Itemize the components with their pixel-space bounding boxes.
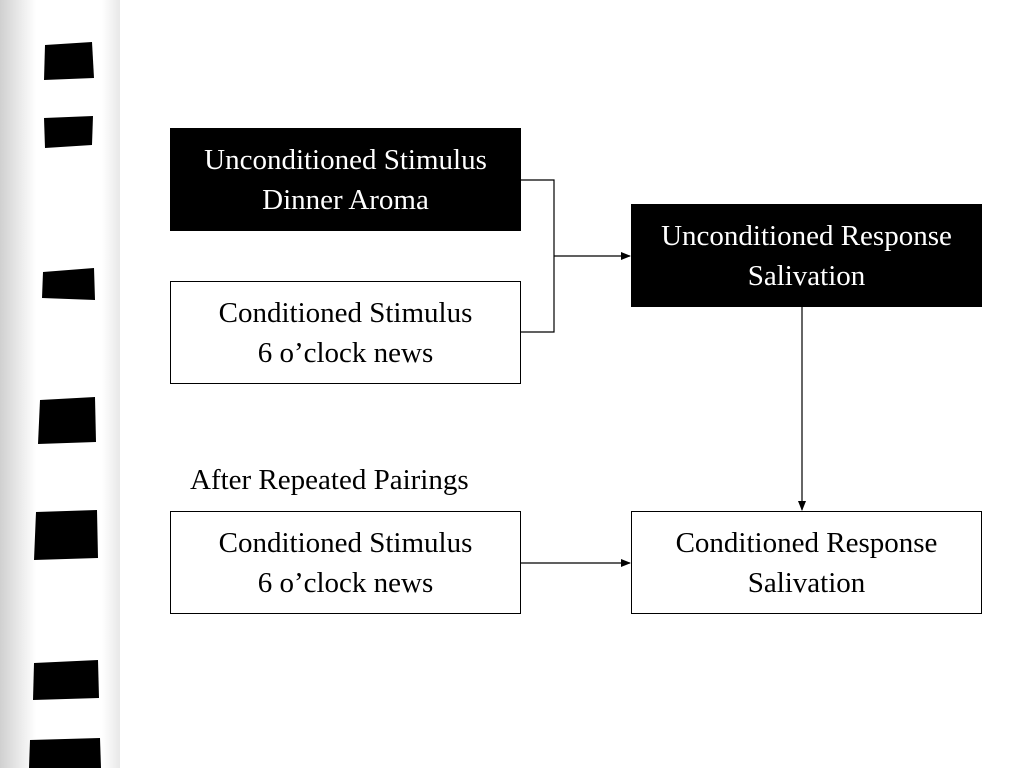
conditioned-stimulus-after-title: Conditioned Stimulus — [218, 526, 473, 559]
conditioned-stimulus-after-example: 6 o’clock news — [257, 566, 434, 599]
conditioned-stimulus-box-before: Conditioned Stimulus 6 o’clock news — [170, 281, 521, 384]
conditioned-stimulus-before-example: 6 o’clock news — [257, 336, 434, 369]
conditioned-response-title: Conditioned Response — [675, 526, 938, 559]
conditioned-stimulus-before-title: Conditioned Stimulus — [218, 296, 473, 329]
conditioned-response-box: Conditioned Response Salivation — [631, 511, 982, 614]
conditioned-response-example: Salivation — [747, 566, 866, 599]
after-pairings-caption: After Repeated Pairings — [190, 464, 469, 496]
unconditioned-response-example: Salivation — [747, 259, 866, 292]
unconditioned-response-title: Unconditioned Response — [661, 219, 952, 252]
bracket-connector — [521, 179, 555, 333]
unconditioned-response-box: Unconditioned Response Salivation — [631, 204, 982, 307]
conditioned-stimulus-box-after: Conditioned Stimulus 6 o’clock news — [170, 511, 521, 614]
unconditioned-stimulus-box: Unconditioned Stimulus Dinner Aroma — [170, 128, 521, 231]
decorative-side-band — [0, 0, 120, 768]
unconditioned-stimulus-example: Dinner Aroma — [262, 183, 429, 216]
unconditioned-stimulus-title: Unconditioned Stimulus — [204, 143, 487, 176]
